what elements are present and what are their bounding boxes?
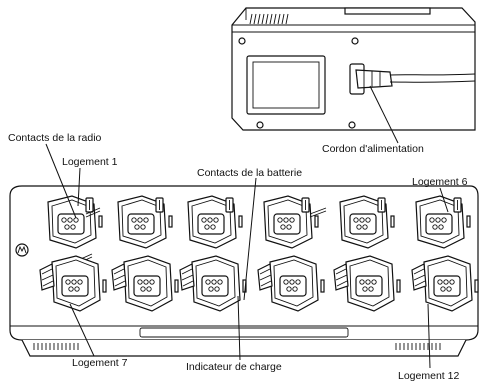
label-charge-indicator: Indicateur de charge (186, 361, 282, 373)
label-slot-12: Logement 12 (398, 370, 459, 382)
label-radio-contacts: Contacts de la radio (8, 132, 101, 144)
label-slot-1: Logement 1 (62, 156, 117, 168)
label-slot-7: Logement 7 (72, 357, 127, 369)
label-power-cord: Cordon d'alimentation (322, 143, 424, 155)
motorola-logo (16, 244, 28, 256)
label-slot-6: Logement 6 (412, 176, 467, 188)
charger-underside-inset (232, 8, 475, 143)
label-battery-contacts: Contacts de la batterie (197, 167, 302, 179)
